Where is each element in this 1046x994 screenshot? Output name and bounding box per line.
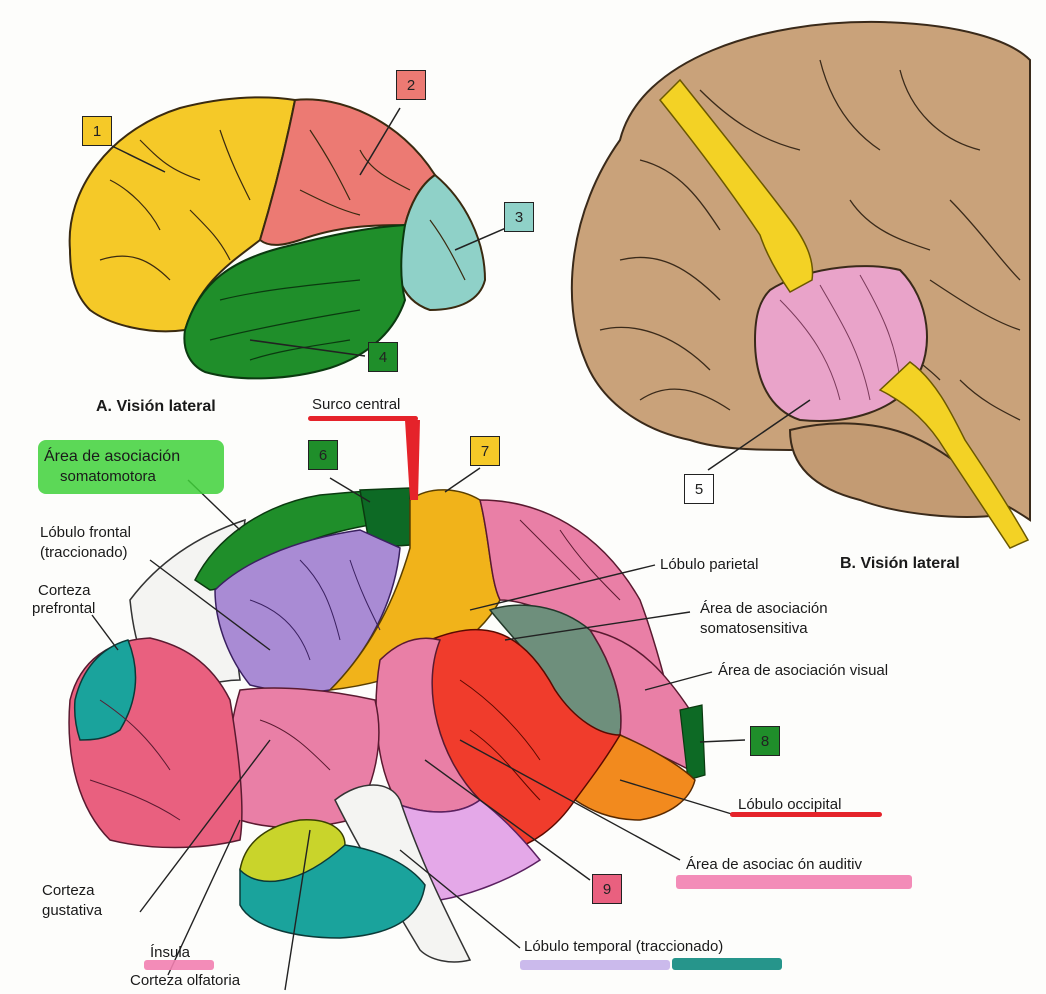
marker-6: 6	[308, 440, 338, 470]
label-somato-1: Área de asociación	[700, 600, 828, 617]
label-surco-central: Surco central	[312, 396, 400, 413]
label-corteza-prefrontal-1: Corteza	[38, 582, 91, 599]
marker-4: 4	[368, 342, 398, 372]
marker-1: 1	[82, 116, 112, 146]
marker-7: 7	[470, 436, 500, 466]
label-lobulo-parietal: Lóbulo parietal	[660, 556, 758, 573]
label-lobulo-temporal: Lóbulo temporal (traccionado)	[524, 938, 723, 955]
figure-c-opened-brain	[69, 420, 745, 990]
marker-8: 8	[750, 726, 780, 756]
label-corteza-gustativa-2: gustativa	[42, 902, 102, 919]
marker-2: 2	[396, 70, 426, 100]
label-insula: Ínsula	[150, 944, 190, 961]
label-traccionado: (traccionado)	[40, 544, 128, 561]
label-area-asociacion-top-2: somatomotora	[60, 468, 156, 485]
marker-3: 3	[504, 202, 534, 232]
figure-a-lateral-view	[70, 97, 513, 378]
label-lobulo-occipital: Lóbulo occipital	[738, 796, 841, 813]
underline-temporal-purple	[520, 960, 670, 970]
label-somato-2: somatosensitiva	[700, 620, 808, 637]
label-asoc-visual: Área de asociación visual	[718, 662, 888, 679]
underline-central-sulcus	[308, 416, 418, 421]
label-corteza-olfatoria: Corteza olfatoria	[130, 972, 240, 989]
label-asoc-auditiva: Área de asociac ón auditiv	[686, 856, 862, 873]
marker-9: 9	[592, 874, 622, 904]
caption-b: B. Visión lateral	[840, 555, 960, 572]
marker-5: 5	[684, 474, 714, 504]
label-lobulo-frontal: Lóbulo frontal	[40, 524, 131, 541]
underline-temporal-teal	[672, 958, 782, 970]
label-corteza-gustativa-1: Corteza	[42, 882, 95, 899]
underline-auditory	[676, 875, 912, 889]
underline-insula	[144, 960, 214, 970]
label-corteza-prefrontal-2: prefrontal	[32, 600, 95, 617]
figure-b-brainstem-view	[572, 22, 1030, 548]
label-area-asociacion-top: Área de asociación	[44, 448, 180, 465]
caption-a: A. Visión lateral	[96, 398, 216, 415]
